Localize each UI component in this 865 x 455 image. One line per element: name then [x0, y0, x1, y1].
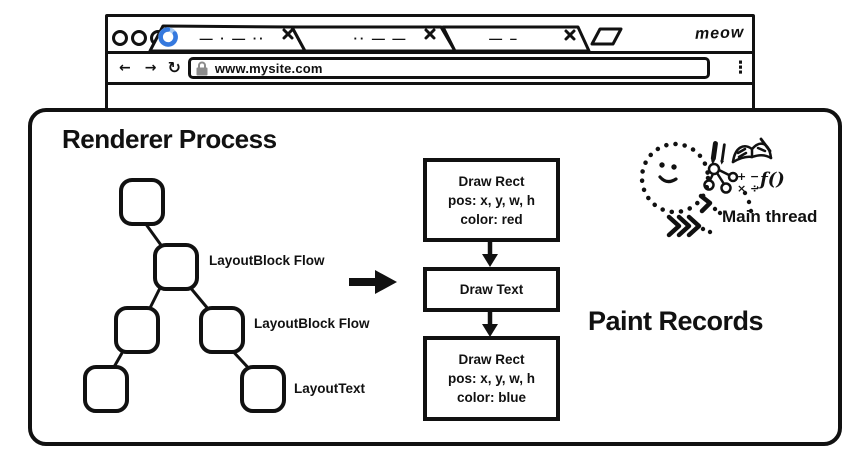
- tab-title-placeholder: — · — ··: [199, 31, 266, 46]
- refresh-button[interactable]: ↻: [167, 58, 181, 77]
- tree-node-label: LayoutText: [294, 381, 366, 396]
- flow-arrow-icon: [482, 311, 498, 337]
- tabs-graphic: [148, 24, 623, 51]
- paint-record-box: Draw Text: [423, 267, 560, 312]
- url-bar: ← → ↻ www.mysite.com ⋮: [108, 54, 752, 85]
- record-line: Draw Rect: [458, 173, 525, 189]
- tab-title-placeholder: — –: [489, 31, 519, 46]
- forward-button[interactable]: →: [144, 60, 157, 76]
- tab-3[interactable]: [441, 25, 591, 51]
- renderer-process-panel: Renderer Process LayoutBlock Flow Layout…: [28, 108, 842, 446]
- record-line: Draw Rect: [458, 352, 525, 367]
- lock-icon: [196, 61, 208, 75]
- tree-node: [153, 243, 199, 291]
- address-input[interactable]: www.mysite.com: [187, 57, 710, 79]
- window-control-icon[interactable]: [112, 30, 128, 46]
- record-line: pos: x, y, w, h: [447, 192, 535, 208]
- paint-record-box: Draw Rect pos: x, y, w, h color: red: [423, 158, 560, 242]
- flow-arrow-icon: [482, 241, 498, 267]
- book-icon: [731, 137, 773, 164]
- tab-title-placeholder: ·· — —: [353, 31, 408, 46]
- pencil-icon: [710, 141, 726, 165]
- browser-window: — · — ·· ·· — — — – meow ← → ↻ www.mysit…: [105, 14, 755, 111]
- main-thread-character: + − × ÷ ƒ(): [639, 137, 785, 238]
- main-thread-label: Main thread: [722, 207, 818, 226]
- svg-text:+ −: + −: [737, 170, 759, 183]
- tree-node: [199, 306, 245, 354]
- svg-text:× ÷: × ÷: [737, 182, 759, 195]
- motion-chevrons-icon: [666, 193, 713, 238]
- new-tab-button[interactable]: [590, 27, 623, 46]
- paint-record-box: Draw Rect pos: x, y, w, h color: blue: [423, 336, 560, 421]
- function-icon: ƒ(): [756, 169, 785, 190]
- loading-spinner-icon: [158, 27, 178, 47]
- back-button[interactable]: ←: [119, 60, 131, 76]
- eye-icon: [671, 164, 677, 170]
- eye-icon: [659, 162, 665, 168]
- tab-bar: — · — ·· ·· — — — – meow: [108, 17, 752, 54]
- record-line: color: red: [460, 211, 523, 227]
- transform-arrow-icon: [349, 270, 397, 294]
- url-text: www.mysite.com: [214, 60, 323, 76]
- tree-node-label: LayoutBlock Flow: [209, 253, 325, 268]
- tree-node: [119, 178, 165, 226]
- record-line: color: blue: [456, 390, 526, 405]
- brand-label: meow: [694, 24, 745, 43]
- tree-node: [240, 365, 286, 413]
- tab-close-icon[interactable]: [424, 28, 436, 40]
- math-symbols-icon: + − × ÷: [737, 170, 759, 195]
- paint-records-title: Paint Records: [588, 306, 764, 336]
- tree-node: [114, 306, 160, 354]
- tab-2[interactable]: [290, 25, 457, 51]
- panel-title: Renderer Process: [62, 124, 277, 154]
- tab-close-icon[interactable]: [282, 28, 294, 40]
- record-line: Draw Text: [459, 282, 524, 297]
- smile-icon: [658, 175, 678, 184]
- tree-node: [83, 365, 129, 413]
- tree-node-label: LayoutBlock Flow: [254, 316, 370, 331]
- window-control-icon[interactable]: [131, 30, 147, 46]
- dotted-face-icon: [639, 141, 711, 215]
- menu-kebab-icon[interactable]: ⋮: [732, 58, 749, 78]
- dom-tree-icon: [703, 162, 739, 194]
- record-line: pos: x, y, w, h: [447, 371, 535, 386]
- tab-close-icon[interactable]: [564, 29, 576, 41]
